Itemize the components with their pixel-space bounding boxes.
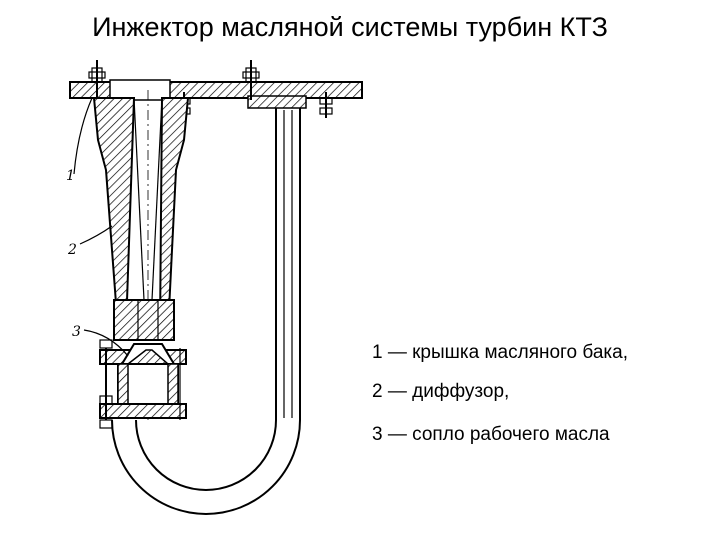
diffuser-body xyxy=(92,90,190,420)
nozzle-assembly xyxy=(99,339,187,429)
callout-2-label: 2 xyxy=(67,242,77,258)
legend-item-3: 3 — сопло рабочего масла xyxy=(372,424,610,445)
flange-bolt-pipe xyxy=(319,92,333,118)
callout-3: 3 xyxy=(72,324,129,357)
u-pipe xyxy=(111,108,301,515)
callout-1: 1 xyxy=(66,97,93,184)
legend: 1 — крышка масляного бака, 2 — диффузор,… xyxy=(372,340,692,465)
cover-bolt-left xyxy=(88,60,106,100)
legend-item-2: 2 — диффузор, xyxy=(372,381,510,402)
callout-2: 2 xyxy=(67,225,113,258)
page-title: Инжектор масляной системы турбин КТЗ xyxy=(92,12,608,42)
legend-item-1: 1 — крышка масляного бака, xyxy=(372,342,628,363)
cover-bolt-right xyxy=(242,60,260,100)
callout-1-label: 1 xyxy=(66,168,75,184)
callout-3-label: 3 xyxy=(72,324,81,340)
tank-cover-plate xyxy=(69,79,363,109)
